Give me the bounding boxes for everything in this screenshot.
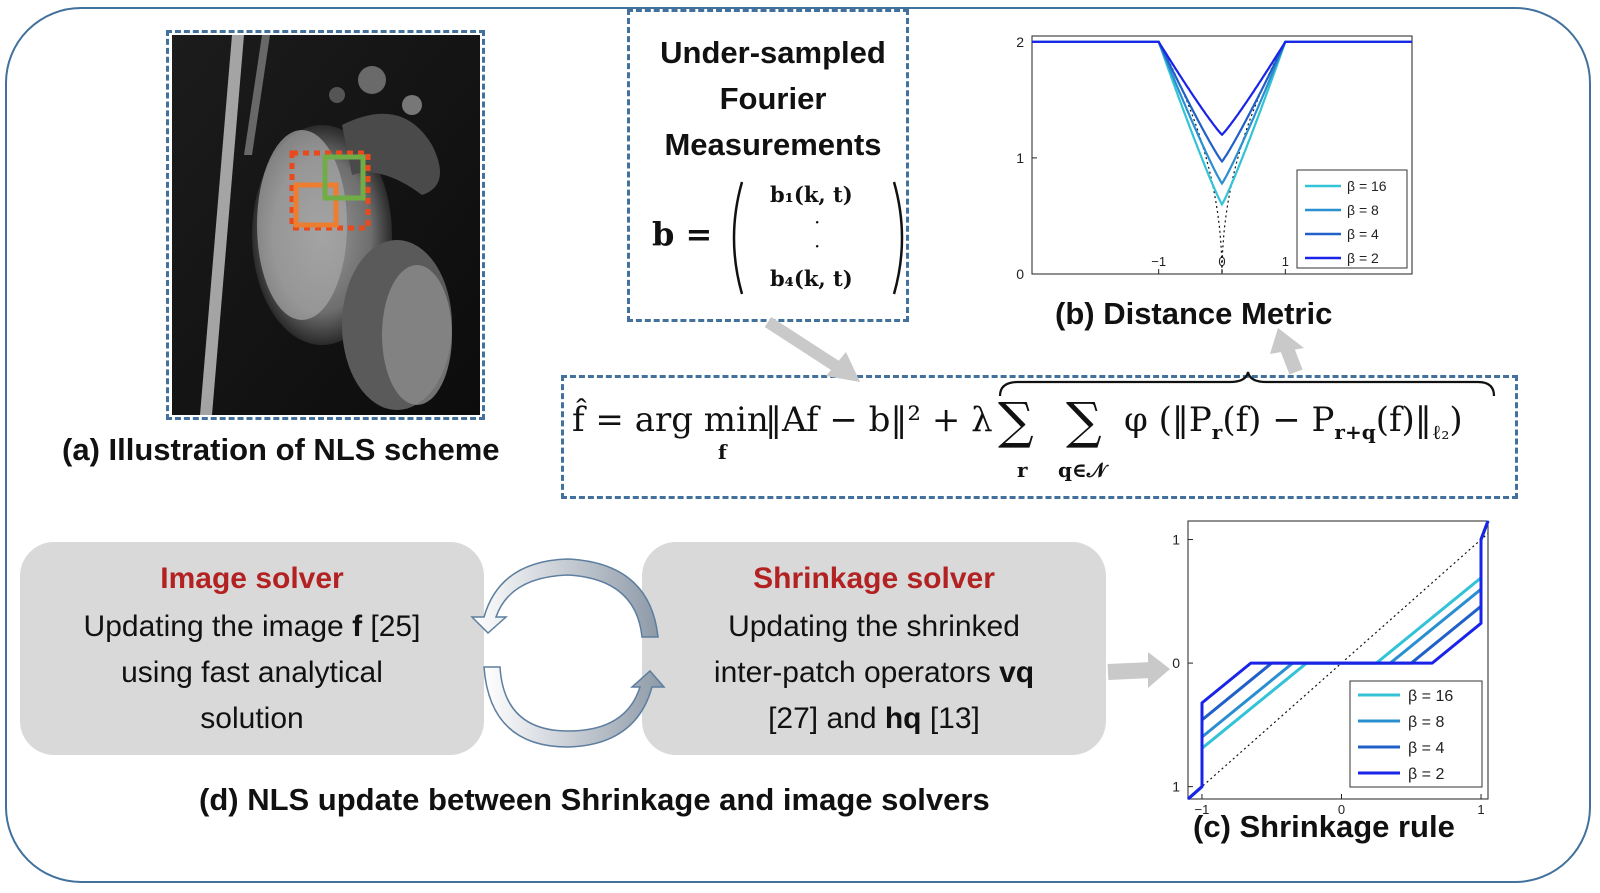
penalty-sub2: r+q xyxy=(1334,419,1376,444)
vector-entry-dot1: · xyxy=(814,210,821,234)
cycle-arrow-bottom xyxy=(483,666,666,748)
x-tick-label: −1 xyxy=(1151,254,1166,269)
equation-lhs: f̂ = arg min xyxy=(572,400,769,440)
overbrace xyxy=(998,371,1496,397)
shrinkage-solver-line2: inter-patch operators vq xyxy=(642,650,1106,696)
equation-sum2-sub: q∈𝒩 xyxy=(1058,458,1106,482)
shrinkage-solver-box xyxy=(642,542,1106,755)
panel-a-caption: (a) Illustration of NLS scheme xyxy=(62,432,500,467)
panel-b-caption: (b) Distance Metric xyxy=(1055,296,1333,331)
shrinkage-solver-line3: [27] and hq [13] xyxy=(642,696,1106,742)
measurements-title: Under-sampled Fourier Measurements xyxy=(627,30,919,168)
shrinkage-solver-line3-post: [13] xyxy=(921,702,980,735)
legend-label: β = 8 xyxy=(1408,714,1444,731)
measurements-title-line1: Under-sampled xyxy=(660,35,886,70)
legend-label: β = 16 xyxy=(1347,178,1387,194)
cycle-arrow-top xyxy=(470,558,659,638)
panel-d-caption: (d) NLS update between Shrinkage and ima… xyxy=(199,782,990,817)
vector-entry-dot2: · xyxy=(814,234,821,258)
penalty-close: ) xyxy=(1449,400,1463,440)
vector-lhs: b = xyxy=(652,215,713,253)
penalty-part1: φ (‖P xyxy=(1124,400,1212,440)
patch-green xyxy=(322,154,366,201)
iteration-cycle-arrows xyxy=(470,558,666,748)
shrinkage-solver-body: Updating the shrinked inter-patch operat… xyxy=(642,604,1106,742)
y-tick-label: 2 xyxy=(1016,34,1024,50)
legend-box xyxy=(1349,680,1483,788)
vector-entry-bottom: b₄(k, t) xyxy=(770,266,853,291)
x-tick-label: 1 xyxy=(1282,254,1289,269)
equation-box xyxy=(561,375,1518,499)
measurements-box xyxy=(627,9,909,322)
legend-label: β = 4 xyxy=(1408,740,1444,757)
vector-parentheses xyxy=(732,181,904,295)
panel-c-caption: (c) Shrinkage rule xyxy=(1193,809,1455,844)
shrinkage-solver-title: Shrinkage solver xyxy=(753,562,995,595)
mri-image-frame xyxy=(166,30,485,420)
plot-area xyxy=(1187,520,1489,800)
reference-curve xyxy=(1187,532,1489,800)
series-line-beta-2 xyxy=(1032,40,1412,137)
equation-penalty: φ (‖Pr(f) − Pr+q(f)‖ℓ₂) xyxy=(1124,400,1463,445)
y-tick-label: 0 xyxy=(1172,655,1180,671)
equation-data-term: ‖Af − b‖² + λ xyxy=(765,400,993,440)
y-tick-label: 1 xyxy=(1016,150,1024,166)
legend-label: β = 2 xyxy=(1347,250,1379,266)
mri-image xyxy=(172,35,480,415)
image-solver-line2: using fast analytical xyxy=(121,656,383,689)
sum-symbol-2: ∑ xyxy=(1066,392,1102,450)
equation-sum1-sub: r xyxy=(1017,458,1028,482)
series-line-beta-16 xyxy=(1032,40,1412,207)
sum-symbol-1: ∑ xyxy=(998,392,1034,450)
y-tick-label: 1 xyxy=(1172,532,1180,548)
image-solver-line1-bold: f xyxy=(352,610,363,643)
y-tick-label: 1 xyxy=(1172,779,1180,795)
search-window xyxy=(289,150,371,231)
figure-frame xyxy=(5,7,1591,883)
legend-label: β = 4 xyxy=(1347,226,1379,242)
shrinkage-solver-line2-bold: vq xyxy=(999,656,1035,689)
image-solver-title: Image solver xyxy=(160,562,344,595)
image-solver-line1-pre: Updating the image xyxy=(83,610,353,643)
equation: f̂ = arg min xyxy=(572,400,769,440)
shrinkage-rule-chart: −1 0 1 1 0 1 β = 16 β = 8 β = 4 β = 2 xyxy=(1172,520,1490,817)
image-solver-line3: solution xyxy=(200,702,304,735)
patch-orange xyxy=(293,182,339,228)
series-line-beta-2 xyxy=(1187,520,1490,801)
legend-label: β = 16 xyxy=(1408,688,1453,705)
shrinkage-solver-line3-bold: hq xyxy=(884,702,922,735)
image-solver-body: Updating the image f [25] using fast ana… xyxy=(20,604,484,742)
penalty-part3: (f)‖ xyxy=(1375,400,1432,440)
shrinkage-solver-line3-pre: [27] and xyxy=(768,702,885,735)
x-tick-label: 0 xyxy=(1338,802,1345,817)
legend-label: β = 8 xyxy=(1347,202,1379,218)
series-line-beta-8 xyxy=(1032,40,1412,186)
vector-entry-top: b₁(k, t) xyxy=(770,182,853,207)
measurements-title-line3: Measurements xyxy=(664,127,882,162)
image-solver-line1-post: [25] xyxy=(362,610,421,643)
legend-label: β = 2 xyxy=(1408,766,1444,783)
image-solver-box xyxy=(20,542,484,755)
x-tick-label: 1 xyxy=(1477,802,1484,817)
equation-min-sub: f xyxy=(718,440,727,464)
y-tick-label: 0 xyxy=(1016,266,1024,282)
measurements-title-line2: Fourier xyxy=(719,81,827,116)
norm-sub: ℓ₂ xyxy=(1431,419,1450,444)
shrinkage-solver-line1: Updating the shrinked xyxy=(728,610,1020,643)
shrinkage-solver-line2-pre: inter-patch operators xyxy=(713,656,1000,689)
penalty-sub1: r xyxy=(1211,419,1223,444)
penalty-part2: (f) − P xyxy=(1222,400,1335,440)
x-tick-label: −1 xyxy=(1195,802,1210,817)
series-line-beta-4 xyxy=(1032,40,1412,164)
image-solver-line1: Updating the image f [25] xyxy=(20,604,484,650)
